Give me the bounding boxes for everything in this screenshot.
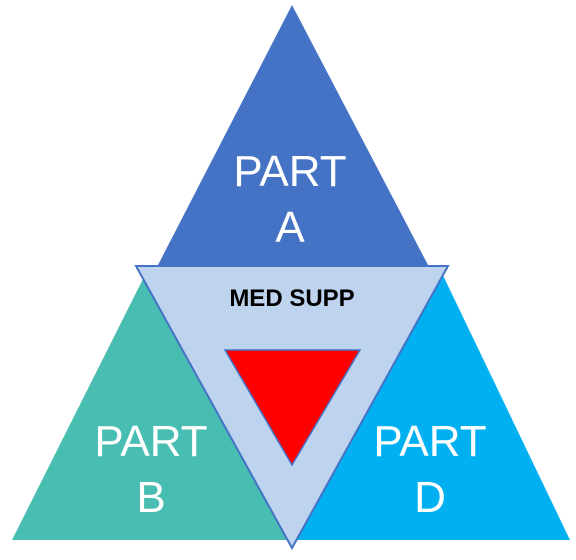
part-a-label-line2: A — [275, 203, 305, 252]
part-b-label-line1: PART — [94, 417, 207, 466]
part-a-label-line1: PART — [233, 147, 346, 196]
part-d-triangle — [296, 265, 570, 540]
part-b-triangle — [12, 265, 288, 540]
inner-red-triangle — [223, 349, 362, 467]
part-d-label-line1: PART — [373, 417, 486, 466]
part-a-triangle — [158, 5, 428, 265]
part-b-label-line2: B — [136, 473, 165, 522]
med-supp-label: MED SUPP — [229, 285, 354, 312]
part-d-label-line2: D — [414, 473, 446, 522]
